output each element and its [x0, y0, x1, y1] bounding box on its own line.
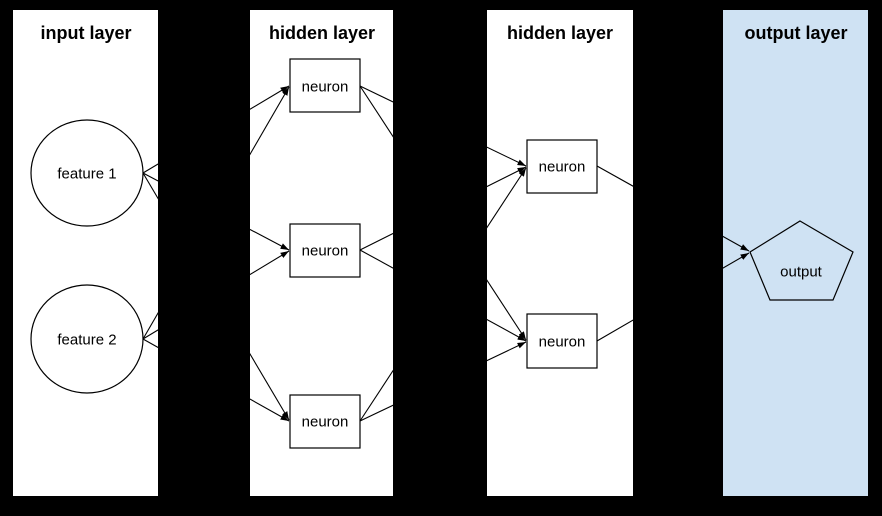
node-feature-2-label: feature 2: [57, 331, 116, 348]
hidden-layer-1-title: hidden layer: [269, 23, 375, 43]
edge-h2-n2-output: [596, 252, 750, 342]
hidden-layer-2-title: hidden layer: [507, 23, 613, 43]
edge-feature-1-h1-n2: [142, 172, 290, 251]
node-feature-1: [30, 119, 144, 227]
node-h2-neuron-2: [526, 313, 598, 369]
edge-h1-n3-h2-n2: [359, 341, 527, 422]
edge-feature-2-h1-n3: [142, 338, 290, 422]
node-feature-1-label: feature 1: [57, 165, 116, 182]
node-output-label: output: [780, 263, 823, 280]
node-h1-neuron-1: [289, 58, 361, 113]
node-h1-neuron-2: [289, 223, 361, 278]
input-layer-title: input layer: [40, 23, 131, 43]
edge-h1-n3-h2-n1: [359, 167, 527, 422]
edge-feature-1-h1-n3: [142, 172, 290, 421]
node-h1-neuron-1-label: neuron: [302, 78, 349, 95]
output-layer-title: output layer: [744, 23, 847, 43]
node-output: [749, 220, 854, 301]
node-h1-neuron-2-label: neuron: [302, 242, 349, 259]
edge-feature-2-h1-n1: [142, 86, 290, 340]
edge-h1-n1-h2-n1: [359, 85, 527, 167]
edge-h2-n1-output: [596, 165, 750, 252]
edge-feature-2-h1-n2: [142, 250, 290, 340]
edge-h1-n2-h2-n1: [359, 166, 527, 251]
node-h1-neuron-3: [289, 394, 361, 449]
node-h2-neuron-1: [526, 139, 598, 194]
edge-feature-1-h1-n1: [142, 85, 290, 174]
node-h2-neuron-1-label: neuron: [539, 158, 586, 175]
input-layer-panel: [13, 10, 158, 496]
node-h1-neuron-3-label: neuron: [302, 413, 349, 430]
node-feature-2: [30, 284, 144, 394]
edge-h1-n1-h2-n2: [359, 85, 527, 341]
hidden-layer-2-panel: [487, 10, 633, 496]
node-h2-neuron-2-label: neuron: [539, 333, 586, 350]
edges: [142, 85, 750, 422]
